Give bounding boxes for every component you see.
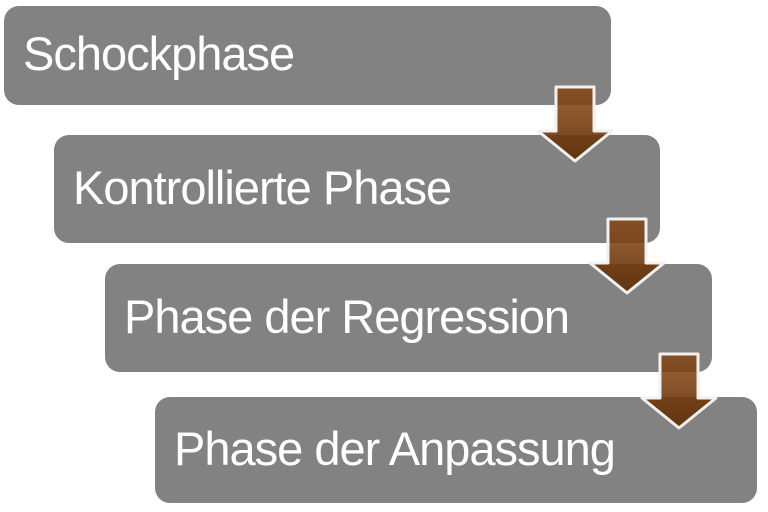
- phase-label: Schockphase: [23, 27, 295, 80]
- down-arrow-icon: [588, 217, 666, 295]
- phase-box-anpassung: Phase der Anpassung: [155, 397, 757, 503]
- phase-box-schockphase: Schockphase: [4, 6, 611, 105]
- phase-label: Phase der Anpassung: [174, 421, 616, 475]
- phase-box-regression: Phase der Regression: [105, 264, 712, 372]
- phase-label: Kontrollierte Phase: [73, 160, 452, 214]
- down-arrow-icon: [640, 352, 718, 430]
- phase-box-kontrollierte-phase: Kontrollierte Phase: [54, 135, 660, 243]
- phase-label: Phase der Regression: [124, 289, 570, 343]
- down-arrow-icon: [536, 85, 614, 163]
